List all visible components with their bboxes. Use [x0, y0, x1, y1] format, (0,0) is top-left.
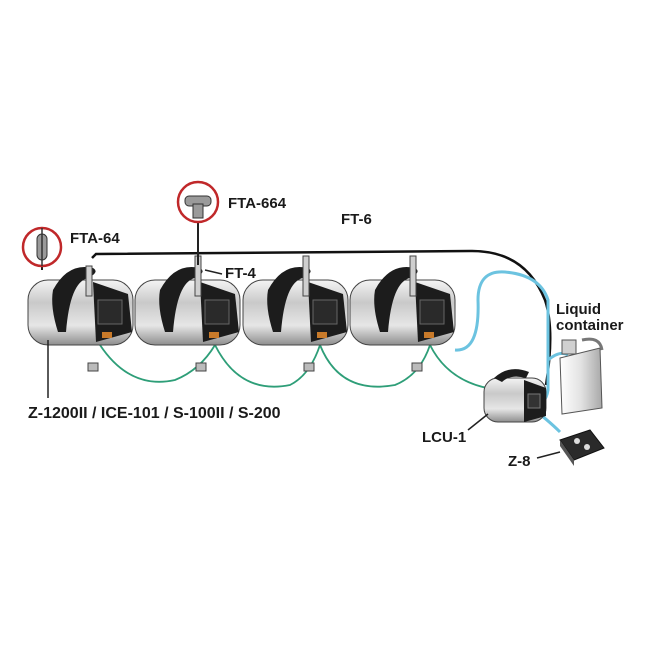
machine-4 — [349, 255, 456, 346]
lcu1-label: LCU-1 — [422, 429, 466, 446]
fta64-callout — [21, 226, 63, 270]
fta664-callout — [176, 180, 220, 265]
machine-3 — [242, 255, 349, 346]
ft6-power-cable — [91, 249, 552, 386]
plug-3 — [303, 362, 315, 372]
z8-remote — [559, 429, 605, 466]
plug-1 — [87, 362, 99, 372]
ft4-label: FT-4 — [225, 265, 256, 282]
liquid-container-label-line2: container — [556, 317, 624, 334]
machine-1 — [27, 265, 134, 346]
ft6-label: FT-6 — [341, 211, 372, 228]
control-cable — [99, 342, 536, 401]
plug-4 — [411, 362, 423, 372]
ft4-leader — [204, 269, 223, 275]
lcu1-unit — [483, 369, 547, 423]
machine-2 — [134, 255, 241, 346]
z8-leader — [536, 451, 561, 459]
plug-2 — [195, 362, 207, 372]
z8-label: Z-8 — [508, 453, 531, 470]
liquid-container-label-line1: Liquid — [556, 301, 601, 318]
liquid-container-bottle — [559, 337, 604, 415]
machines-label: Z-1200II / ICE-101 / S-100II / S-200 — [28, 405, 281, 422]
fta664-label: FTA-664 — [228, 195, 287, 212]
fta64-label: FTA-64 — [70, 230, 120, 247]
lcu1-leader — [467, 413, 489, 431]
